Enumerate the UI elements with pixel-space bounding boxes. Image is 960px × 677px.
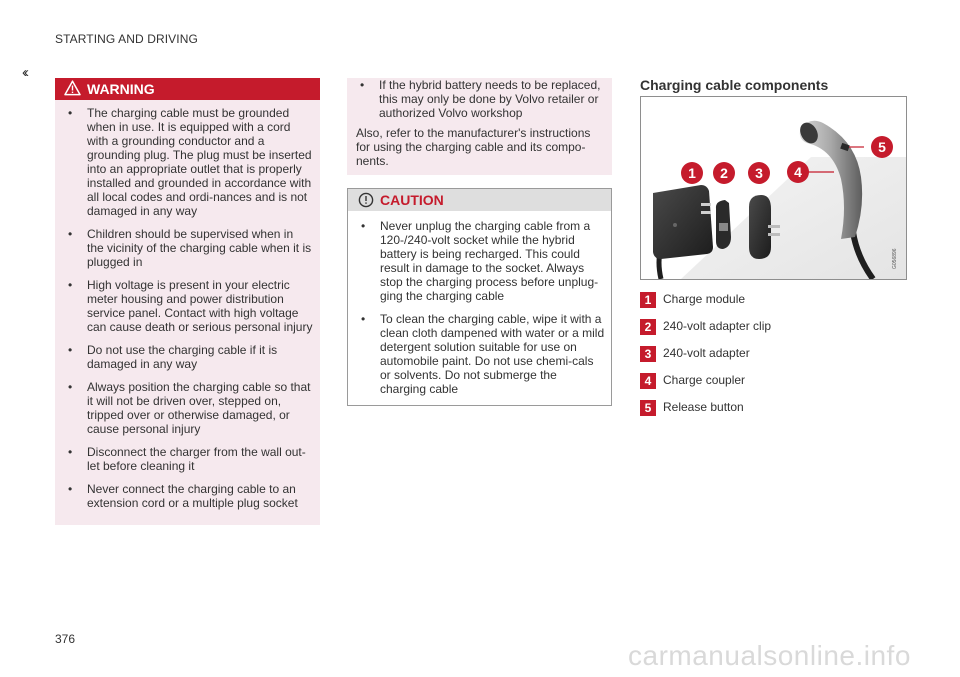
legend-item: 1 Charge module: [640, 289, 920, 316]
legend-label: Charge coupler: [663, 373, 746, 387]
adapter-shape: [749, 195, 771, 259]
list-item: High voltage is present in your electric…: [55, 278, 313, 334]
callout-label: 4: [794, 164, 802, 180]
list-item: Disconnect the charger from the wall out…: [55, 445, 313, 473]
warning-list: The charging cable must be grounded when…: [55, 106, 313, 519]
callout-5: 5: [871, 136, 893, 158]
callout-2: 2: [713, 162, 735, 184]
caution-list: Never unplug the charging cable from a 1…: [348, 219, 606, 405]
legend-label: 240-volt adapter: [663, 346, 750, 360]
list-item: Do not use the charging cable if it is d…: [55, 343, 313, 371]
warning-triangle-icon: [64, 80, 81, 101]
callout-label: 1: [688, 165, 696, 181]
page-number: 376: [55, 632, 76, 646]
list-item: The charging cable must be grounded when…: [55, 106, 313, 218]
legend-number: 2: [640, 319, 656, 335]
watermark: carmanualsonline.info: [628, 640, 911, 671]
caution-box: CAUTION Never unplug the charging cable …: [347, 188, 612, 406]
legend-item: 5 Release button: [640, 397, 920, 424]
callout-label: 5: [878, 139, 886, 155]
caution-title-bar: CAUTION: [348, 189, 611, 211]
warning-continued-list: If the hybrid battery needs to be replac…: [347, 78, 605, 129]
components-heading: Charging cable components: [640, 77, 829, 93]
legend-item: 4 Charge coupler: [640, 370, 920, 397]
caution-title: CAUTION: [380, 192, 444, 208]
legend-number: 3: [640, 346, 656, 362]
callout-1: 1: [681, 162, 703, 184]
list-item: Never unplug the charging cable from a 1…: [348, 219, 606, 303]
callout-3: 3: [748, 162, 770, 184]
callout-4: 4: [787, 161, 809, 183]
warning-box: WARNING The charging cable must be groun…: [55, 78, 320, 525]
legend-number: 1: [640, 292, 656, 308]
legend-label: 240-volt adapter clip: [663, 319, 772, 333]
warning-note: Also, refer to the manufacturer's instru…: [356, 126, 591, 168]
legend-number: 4: [640, 373, 656, 389]
callout-label: 2: [720, 165, 728, 181]
legend-label: Release button: [663, 400, 744, 414]
section-header: STARTING AND DRIVING: [55, 32, 198, 46]
list-item: To clean the charging cable, wipe it wit…: [348, 312, 606, 396]
charge-module-shape: [653, 185, 713, 259]
warning-continued-box: If the hybrid battery needs to be replac…: [347, 78, 612, 175]
double-chevron-left-icon[interactable]: ‹‹: [22, 64, 29, 81]
list-item: Always position the charging cable so th…: [55, 380, 313, 436]
components-legend: 1 Charge module 2 240-volt adapter clip …: [640, 289, 920, 424]
legend-label: Charge module: [663, 292, 746, 306]
warning-title: WARNING: [87, 81, 155, 97]
charging-cable-figure: 1 2 3 4 5 G056896: [640, 96, 907, 280]
list-item: If the hybrid battery needs to be replac…: [347, 78, 605, 120]
exclamation-circle-icon: [358, 192, 374, 213]
list-item: Children should be supervised when in th…: [55, 227, 313, 269]
figure-code: G056896: [892, 248, 898, 269]
legend-item: 3 240-volt adapter: [640, 343, 920, 370]
warning-title-bar: WARNING: [55, 78, 320, 100]
callout-label: 3: [755, 165, 763, 181]
list-item: Never connect the charging cable to an e…: [55, 482, 313, 510]
charging-cable-illustration: 1 2 3 4 5 G056896: [653, 120, 906, 279]
legend-item: 2 240-volt adapter clip: [640, 316, 920, 343]
legend-number: 5: [640, 400, 656, 416]
